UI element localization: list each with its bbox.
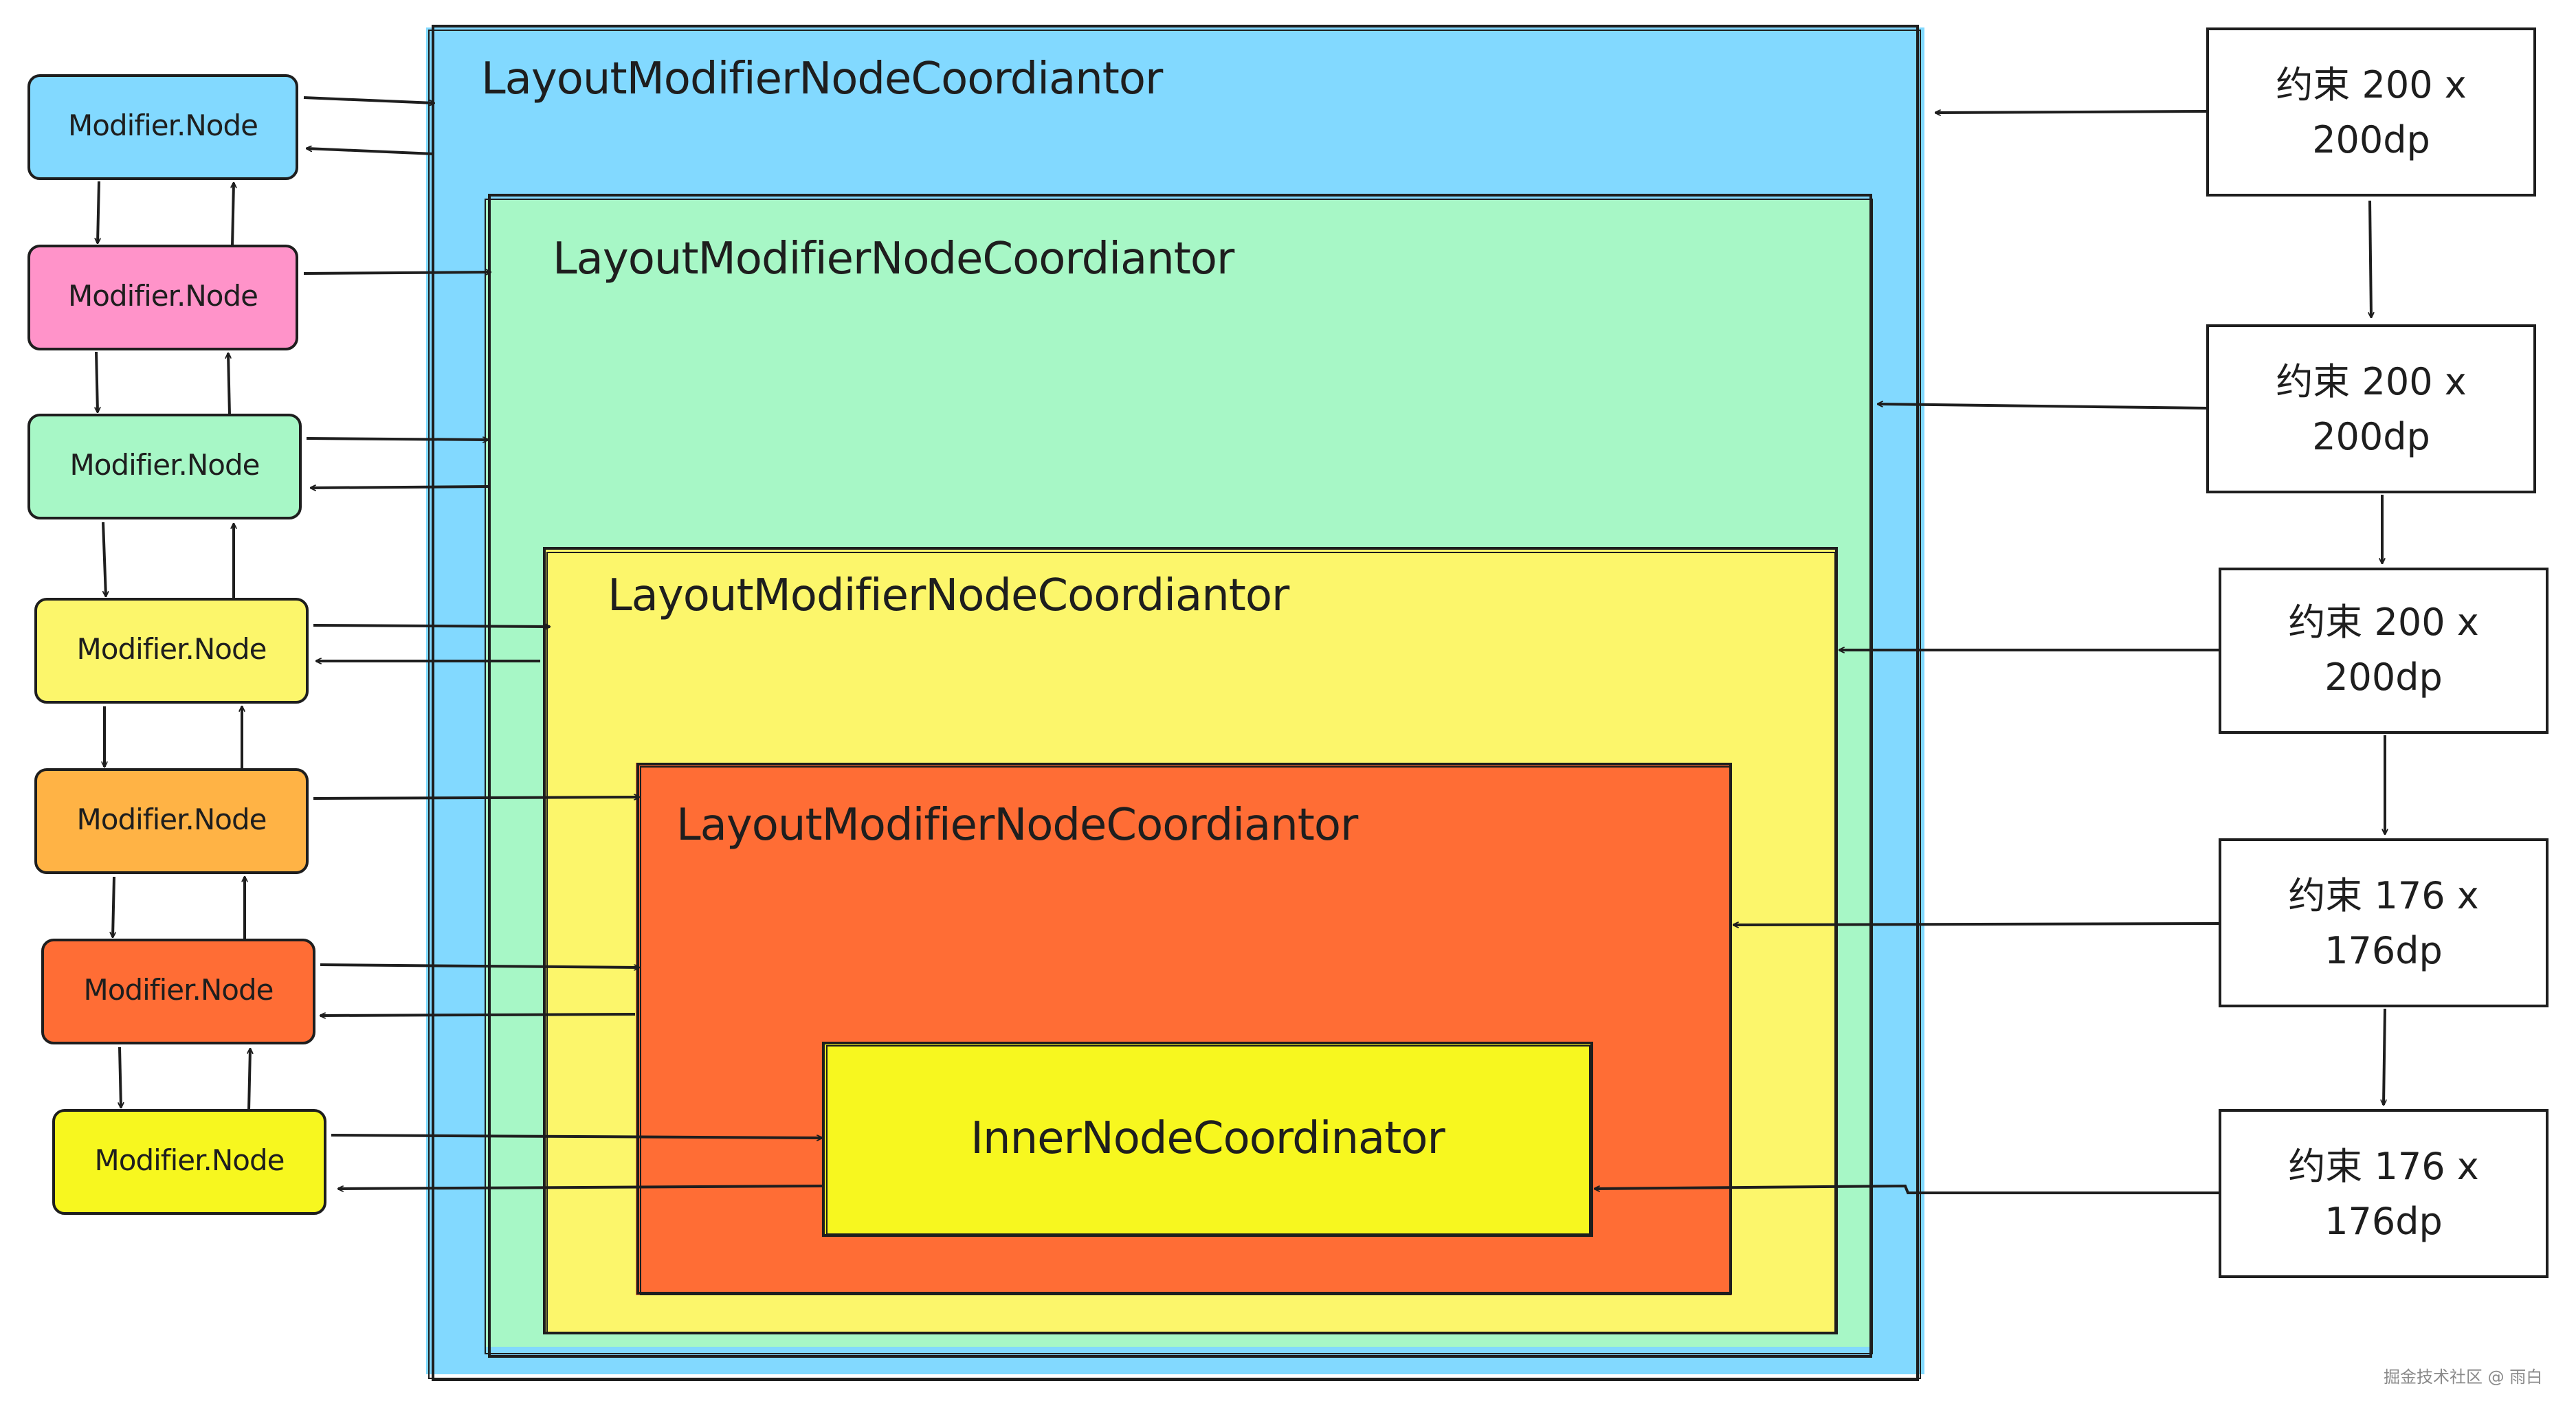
modifier-node-box-7: [52, 1109, 326, 1215]
modifier-node-box-2: [27, 245, 298, 350]
modifier-node-label-6: Modifier.Node: [83, 973, 274, 1007]
modifier-node-boxes: [27, 74, 326, 1215]
constraint-label-3: 约束 200 x 200dp: [2288, 601, 2479, 699]
constraint-box-2: [2206, 324, 2536, 493]
inner-coordinator-box: [823, 1043, 1592, 1235]
constraint-box-4: [2219, 838, 2549, 1007]
inner-coordinator-title: InnerNodeCoordinator: [970, 1113, 1445, 1164]
coordinator-boxes: [426, 25, 1924, 1381]
modifier-node-label-2: Modifier.Node: [68, 279, 258, 313]
coordinator-title-level1: LayoutModifierNodeCoordiantor: [481, 54, 1163, 104]
constraint-label-4: 约束 176 x 176dp: [2288, 874, 2479, 972]
modifier-node-label-4: Modifier.Node: [76, 632, 267, 666]
constraint-label-1: 约束 200 x 200dp: [2276, 63, 2467, 161]
constraint-box-3: [2219, 568, 2549, 734]
coordinator-title-level3: LayoutModifierNodeCoordiantor: [608, 570, 1289, 621]
constraint-box-5: [2219, 1109, 2549, 1278]
modifier-node-box-1: [27, 74, 298, 180]
constraint-boxes: [2206, 27, 2549, 1278]
constraint-label-2: 约束 200 x 200dp: [2276, 360, 2467, 458]
modifier-node-label-1: Modifier.Node: [68, 109, 258, 142]
modifier-node-box-5: [34, 768, 309, 874]
modifier-node-box-4: [34, 598, 309, 704]
constraint-box-1: [2206, 27, 2536, 197]
arrows: [96, 96, 2385, 1194]
watermark: 掘金技术社区 @ 雨白: [2384, 1367, 2543, 1387]
modifier-node-label-7: Modifier.Node: [94, 1143, 285, 1177]
modifier-node-label-5: Modifier.Node: [76, 803, 267, 836]
modifier-node-box-6: [41, 939, 315, 1044]
coordinator-title-level4: LayoutModifierNodeCoordiantor: [676, 800, 1358, 851]
coordinator-title-level2: LayoutModifierNodeCoordiantor: [553, 234, 1234, 284]
modifier-node-label-3: Modifier.Node: [69, 448, 260, 482]
constraint-label-5: 约束 176 x 176dp: [2288, 1145, 2479, 1243]
modifier-node-box-3: [27, 414, 302, 519]
